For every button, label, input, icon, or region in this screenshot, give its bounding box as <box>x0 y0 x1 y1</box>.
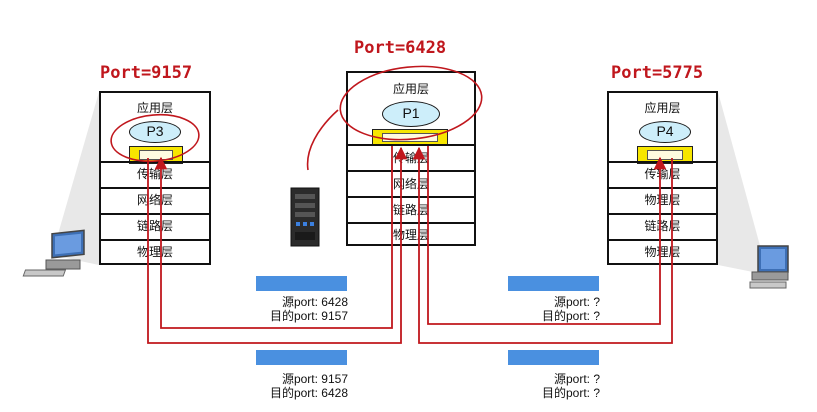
center-annotation-stroke <box>306 109 339 171</box>
left-protocol-stack: 应用层 P3 传输层 网络层 链路层 物理层 <box>99 91 211 265</box>
segment-upper-left <box>256 276 347 291</box>
lower-left-src-port: 源port: 9157 <box>281 372 348 386</box>
center-protocol-stack: 应用层 P1 传输层 网络层 链路层 物理层 <box>346 71 476 246</box>
right-process-p4: P4 <box>639 121 691 143</box>
left-annotation-circle <box>110 113 200 163</box>
left-port-title: Port=9157 <box>100 63 193 83</box>
desktop-computer-icon <box>22 229 85 277</box>
center-port-title: Port=6428 <box>354 38 447 58</box>
left-physical-layer: 物理层 <box>101 239 209 265</box>
center-app-layer-label: 应用层 <box>392 82 429 96</box>
left-process-p3: P3 <box>129 121 181 143</box>
upper-left-src-port: 源port: 6428 <box>281 295 348 309</box>
upper-left-dst-port: 目的port: 9157 <box>269 309 348 323</box>
server-tower-icon <box>290 187 320 247</box>
left-network-layer: 网络层 <box>101 187 209 211</box>
segment-upper-left-label: 源port: 6428 目的port: 9157 <box>230 295 348 323</box>
lower-left-dst-port: 目的port: 6428 <box>269 386 348 400</box>
center-physical-layer: 物理层 <box>348 222 474 246</box>
segment-upper-right <box>508 276 599 291</box>
segment-lower-left-label: 源port: 9157 目的port: 6428 <box>230 372 348 400</box>
segment-lower-left <box>256 350 347 365</box>
center-process-p1: P1 <box>382 101 440 127</box>
arrow-left-to-center <box>147 146 408 344</box>
segment-upper-right-label: 源port: ? 目的port: ? <box>482 295 600 323</box>
right-port-title: Port=5775 <box>611 63 704 83</box>
center-network-layer: 网络层 <box>348 170 474 196</box>
segment-lower-right-label: 源port: ? 目的port: ? <box>482 372 600 400</box>
right-protocol-stack: 应用层 P4 传输层 物理层 链路层 物理层 <box>607 91 718 265</box>
left-app-layer-label: 应用层 <box>136 101 173 115</box>
arrow-center-to-right <box>427 146 667 325</box>
right-app-layer-label: 应用层 <box>644 101 681 115</box>
left-link-layer: 链路层 <box>101 213 209 237</box>
lower-right-src-port: 源port: ? <box>553 372 600 386</box>
center-annotation-circle <box>339 65 483 141</box>
center-link-layer: 链路层 <box>348 196 474 222</box>
upper-right-src-port: 源port: ? <box>553 295 600 309</box>
lower-right-dst-port: 目的port: ? <box>541 386 600 400</box>
annotation-circles <box>110 65 483 171</box>
upper-right-dst-port: 目的port: ? <box>541 309 600 323</box>
arrow-center-to-left <box>154 146 393 329</box>
desktop-computer-icon <box>749 245 789 289</box>
arrow-right-to-center <box>412 146 673 344</box>
segment-lower-right <box>508 350 599 365</box>
